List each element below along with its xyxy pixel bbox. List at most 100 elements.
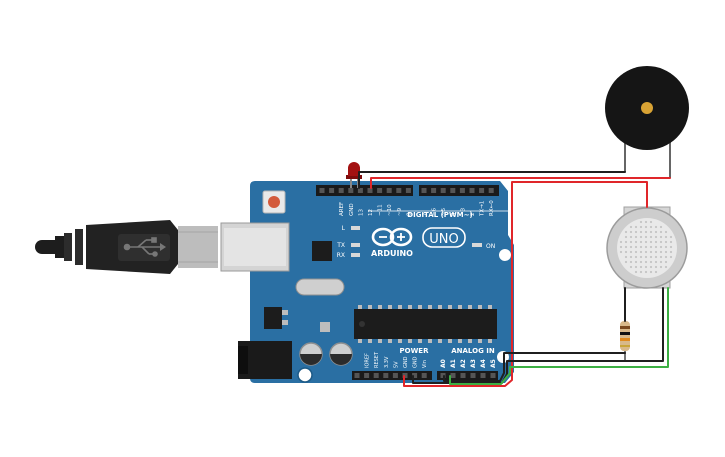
wire-sensor-gnd[interactable] (412, 287, 664, 384)
analog-pin-label: A3 (470, 359, 477, 368)
header-socket[interactable] (377, 188, 383, 193)
led-l (351, 226, 360, 230)
usb-strain-relief-2 (64, 233, 72, 261)
led-rx-label: RX (337, 252, 345, 259)
header-socket[interactable] (338, 188, 344, 193)
header-socket[interactable] (386, 188, 392, 193)
piezo-buzzer[interactable] (605, 66, 689, 178)
digital-header[interactable] (316, 185, 499, 196)
digital-pin-label: 2 (470, 213, 476, 217)
header-socket[interactable] (392, 373, 398, 378)
led-tx-label: TX (336, 242, 345, 249)
led-tx (351, 243, 360, 247)
digital-pin-label: 7 (422, 212, 428, 216)
header-socket[interactable] (357, 188, 363, 193)
header-socket[interactable] (405, 188, 411, 193)
analog-header[interactable] (437, 371, 498, 380)
header-socket[interactable] (469, 188, 475, 193)
usb-controller-chip (312, 241, 332, 261)
digital-pin-label: AREF (339, 202, 345, 216)
uno-badge (422, 227, 466, 248)
power-pin-label: 5V (393, 361, 399, 368)
header-socket[interactable] (440, 373, 446, 378)
digital-pin-label: ~11 (378, 204, 384, 216)
power-pin-label: RESET (374, 351, 380, 368)
usb-cable[interactable] (35, 220, 218, 274)
header-socket[interactable] (421, 373, 427, 378)
arduino-logo-text: ARDUINO (371, 249, 413, 258)
header-socket[interactable] (470, 373, 476, 378)
gas-sensor[interactable] (606, 206, 688, 289)
header-socket[interactable] (319, 188, 325, 193)
header-socket[interactable] (367, 188, 373, 193)
header-socket[interactable] (364, 373, 370, 378)
header-socket[interactable] (480, 373, 486, 378)
voltage-regulator (264, 307, 282, 329)
smd-component (320, 322, 330, 332)
power-pin-label: Vin (422, 360, 428, 368)
led-on (472, 243, 482, 247)
analog-pin-label: A2 (460, 359, 467, 368)
digital-pin-label: 13 (358, 209, 364, 216)
header-socket[interactable] (440, 188, 446, 193)
crystal-oscillator (295, 278, 345, 296)
header-socket[interactable] (479, 188, 485, 193)
usb-b-jack-face (224, 228, 286, 266)
digital-pin-label: RX←0 (489, 200, 495, 216)
mount-hole (297, 367, 313, 383)
buzzer-hole (641, 102, 653, 114)
analog-pin-label: A5 (490, 359, 497, 368)
wire-sensor-5v[interactable] (403, 181, 648, 387)
power-pin-label: GND (413, 356, 419, 368)
header-socket[interactable] (354, 373, 360, 378)
wires (358, 171, 671, 387)
sensor-mesh (617, 218, 677, 278)
header-socket[interactable] (460, 373, 466, 378)
header-socket[interactable] (383, 373, 389, 378)
power-pin-label: GND (403, 356, 409, 368)
header-socket[interactable] (421, 188, 427, 193)
header-socket[interactable] (431, 188, 437, 193)
uno-badge-text: UNO (429, 232, 458, 247)
digital-pin-label: ~9 (397, 207, 403, 216)
capacitor (299, 342, 323, 366)
header-socket[interactable] (402, 373, 408, 378)
header-socket[interactable] (373, 373, 379, 378)
header-socket[interactable] (450, 373, 456, 378)
wire-sensor-signal[interactable] (449, 287, 669, 385)
led-on-label: ON (486, 243, 495, 250)
header-socket[interactable] (450, 188, 456, 193)
analog-pin-label: A0 (440, 359, 447, 368)
header-socket[interactable] (459, 188, 465, 193)
atmega-chip (354, 305, 497, 343)
header-socket[interactable] (412, 373, 418, 378)
reset-button[interactable] (268, 196, 280, 208)
wire-resistor-a0[interactable] (443, 352, 626, 382)
capacitor (329, 342, 353, 366)
analog-pin-label: A1 (450, 359, 457, 368)
power-pin-label: 3.3V (384, 356, 390, 368)
power-label: POWER (400, 347, 430, 355)
led-rx (351, 253, 360, 257)
power-header[interactable] (352, 371, 432, 380)
usb-icon (123, 237, 166, 257)
header-socket[interactable] (396, 188, 402, 193)
digital-pwm-label: DIGITAL (PWM~) (407, 211, 472, 219)
header-socket[interactable] (490, 373, 496, 378)
led-body (348, 162, 360, 176)
header-socket[interactable] (488, 188, 494, 193)
digital-pin-label: GND (349, 203, 355, 216)
wire-buzzer-pos[interactable] (370, 177, 671, 189)
led-l-label: L (342, 225, 346, 232)
header-socket[interactable] (348, 188, 354, 193)
wire-buzzer-gnd[interactable] (358, 171, 626, 189)
digital-pin-label: ~10 (387, 204, 393, 216)
analog-in-label: ANALOG IN (451, 347, 495, 355)
header-socket[interactable] (329, 188, 335, 193)
